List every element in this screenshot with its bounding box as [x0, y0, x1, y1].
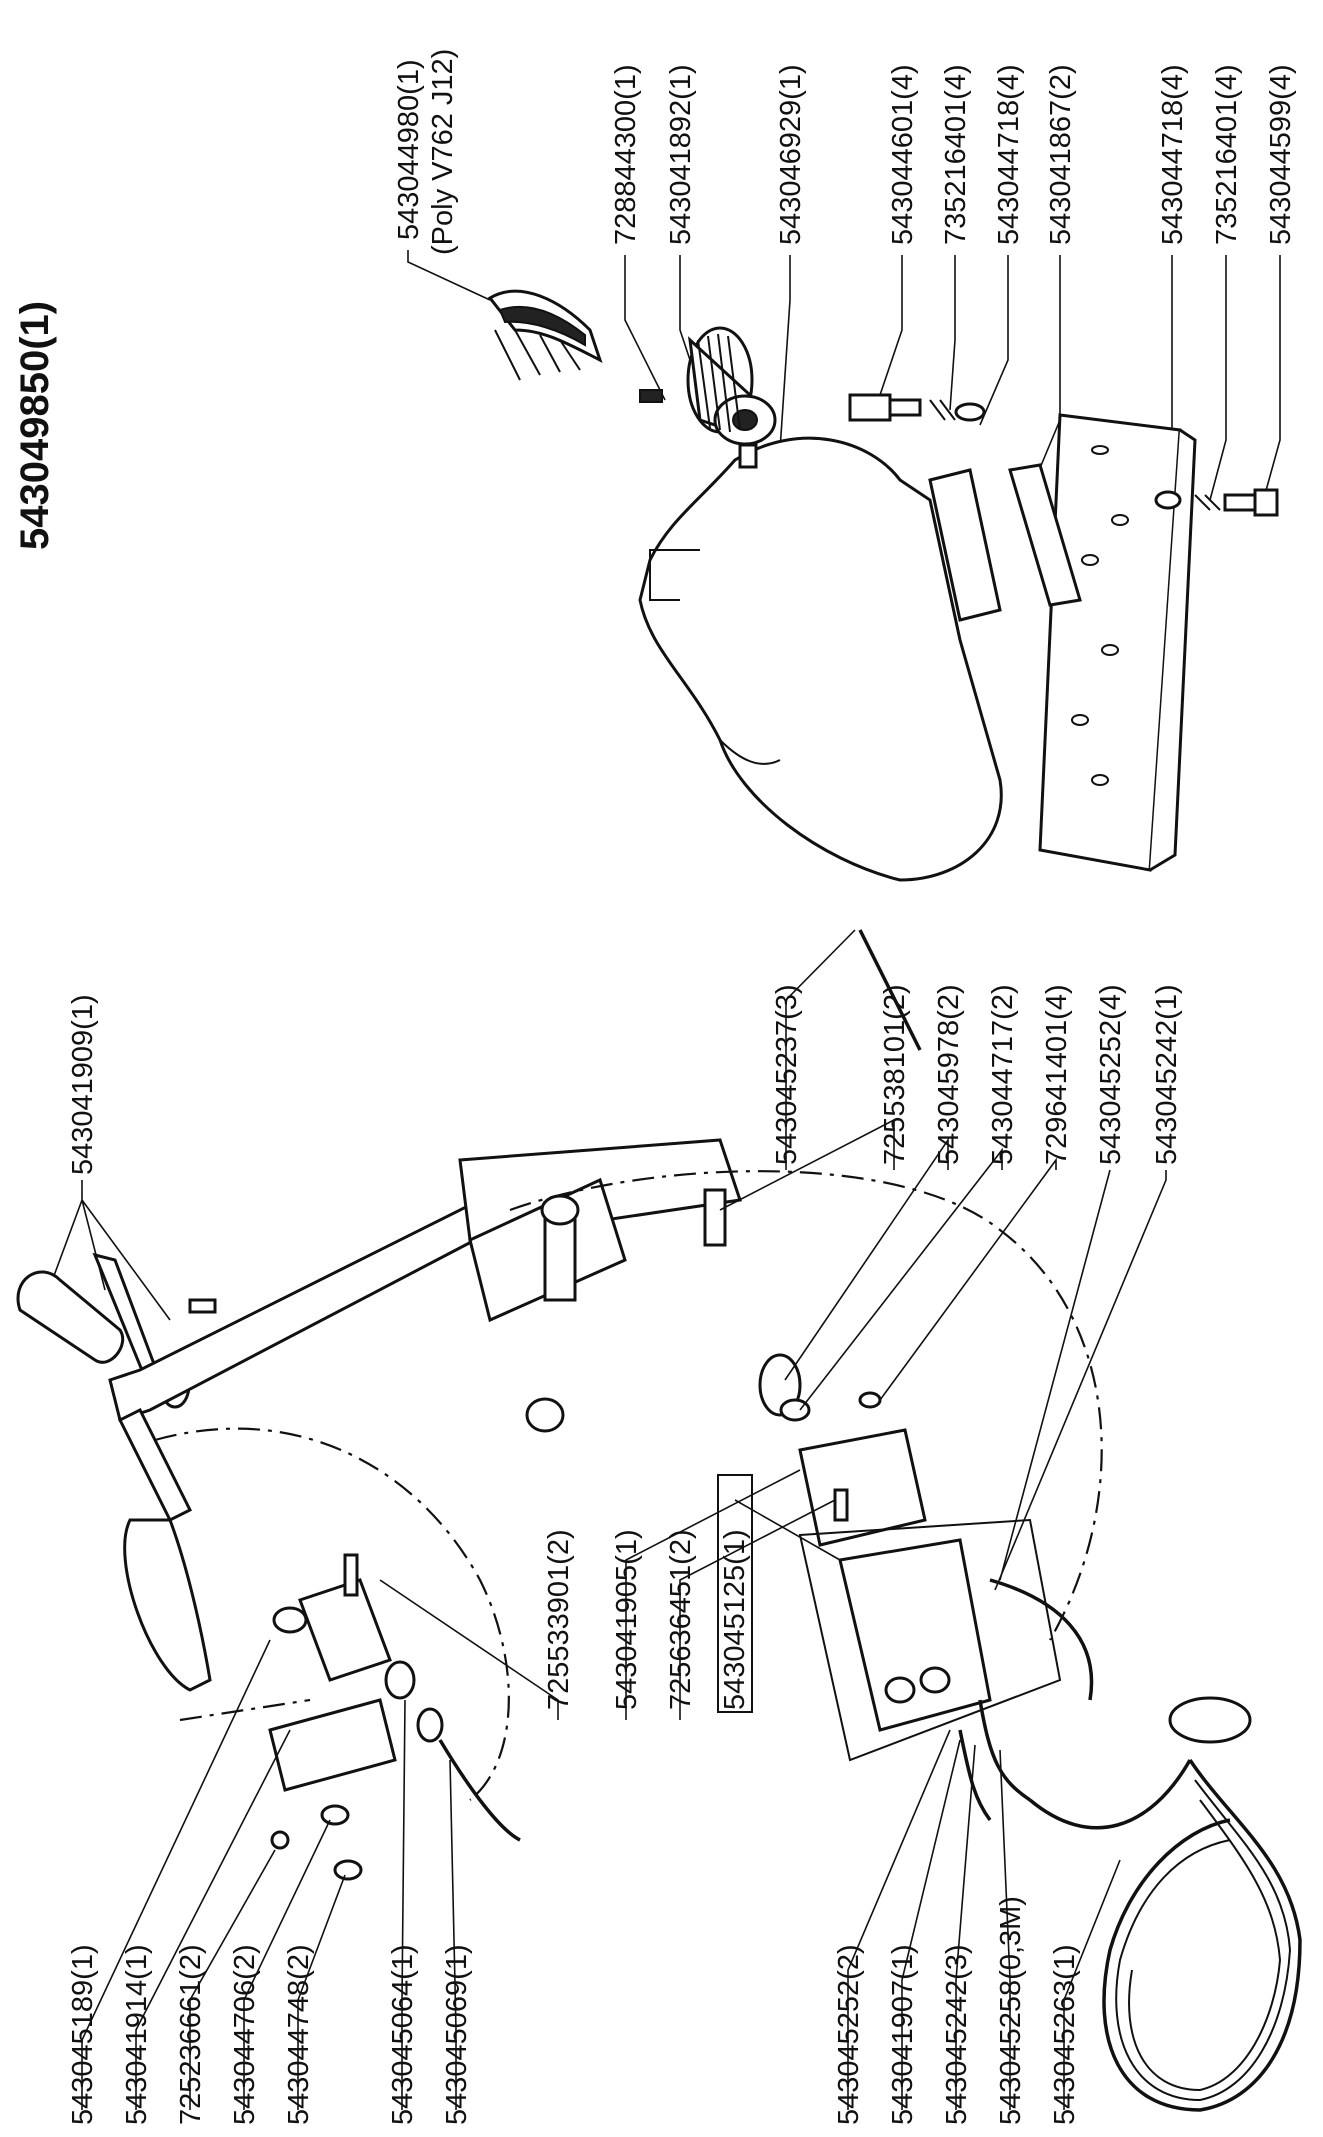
wire-clip: [858, 929, 922, 1051]
boundary-right: [509, 1170, 1103, 1641]
label-bracket: 543041914(1): [121, 1944, 153, 2125]
label-screw-725538101: 725538101(2): [879, 984, 911, 1165]
label-pulley: 543041892(1): [665, 64, 697, 245]
label-wire-clip: 543045237(3): [771, 984, 803, 1165]
label-switch-plate: 543041905(1): [611, 1529, 643, 1710]
bracket-plate: [268, 1698, 397, 1792]
label-terminal-4: 543045252(4): [1095, 984, 1127, 1165]
height-knob: [540, 1194, 580, 1226]
pulley: [686, 326, 777, 446]
label-belt: 543044980(1): [393, 59, 425, 240]
label-washer-543044717: 543044717(2): [987, 984, 1019, 1165]
label-nut-543044748: 543044748(2): [283, 1944, 315, 2125]
diagram-title: 543049850(1): [13, 301, 57, 550]
switch-box-assembly: [625, 929, 1167, 2110]
label-switch-box: 543045125(1): [719, 1529, 751, 1710]
label-lockwasher-b: 735216401(4): [1211, 64, 1243, 245]
bolt-set-a: [848, 393, 986, 422]
label-screw-725636451: 725636451(2): [665, 1529, 697, 1710]
top-label-group: 543044980(1) (Poly V762 J12) 728844300(1…: [393, 49, 1297, 255]
label-motor: 543046929(1): [775, 64, 807, 245]
nut-543044748: [333, 1859, 363, 1881]
motor-body: [638, 436, 1003, 882]
handle-frame-assembly: [16, 1138, 1103, 2110]
label-terminal-2: 543045252(2): [833, 1944, 865, 2125]
switch-plate: [798, 1428, 927, 1547]
bottom-label-group: 543045189(1) 543041914(1) 725236661(2) 5…: [67, 1896, 1081, 2125]
switch-box-label-frame: [717, 1474, 753, 1713]
mid-label-group: 543041909(1) 543045237(3) 725538101(2) 5…: [67, 984, 1183, 1713]
label-washer-a: 543044718(4): [993, 64, 1025, 245]
label-screw-729641401: 729641401(4): [1041, 984, 1073, 1165]
label-set-screw: 728844300(1): [610, 64, 642, 245]
label-power-cord: 543045263(1): [1049, 1944, 1081, 2125]
label-microswitch: 543045189(1): [67, 1944, 99, 2125]
label-terminal-1: 543045242(1): [1151, 984, 1183, 1165]
mounting-plate: [1038, 413, 1197, 872]
switch-box: [838, 1538, 992, 1732]
label-screw-725533901: 725533901(2): [543, 1529, 575, 1710]
label-handle-set: 543041909(1): [67, 994, 99, 1175]
label-spacer: 543045978(2): [933, 984, 965, 1165]
handle-grip-top: [16, 1270, 125, 1364]
label-screw-725236661: 725236661(2): [175, 1944, 207, 2125]
label-wire: 543041907(1): [887, 1944, 919, 2125]
label-cable-03m: 543045258(0,3M): [995, 1896, 1027, 2125]
washer-543044706: [320, 1804, 350, 1826]
label-cable-end: 543045069(1): [441, 1944, 473, 2125]
cord-plug: [1168, 1696, 1252, 1744]
label-rail: 543041867(2): [1045, 64, 1077, 245]
label-bolt-b: 543044599(4): [1265, 64, 1297, 245]
screw-725636451: [833, 1488, 849, 1522]
microswitch-assembly: [268, 1553, 521, 1881]
label-washer-b: 543044718(4): [1157, 64, 1189, 245]
boundary-left: [154, 1427, 510, 1801]
label-lockwasher-a: 735216401(4): [940, 64, 972, 245]
label-washer-543044706: 543044706(2): [229, 1944, 261, 2125]
poly-v-belt: [487, 289, 603, 381]
label-belt-note: (Poly V762 J12): [427, 49, 459, 255]
set-screw: [639, 389, 663, 403]
rails: [928, 463, 1082, 622]
bolt-set-b: [1154, 488, 1279, 517]
handle-grip-lower: [123, 1518, 212, 1692]
label-bolt-a: 543044601(4): [887, 64, 919, 245]
cable-gland: [384, 1660, 416, 1700]
power-cord-coil: [1028, 1696, 1302, 2112]
washer-543044717: [779, 1398, 811, 1422]
screw-725533901: [343, 1553, 359, 1597]
screw-725538101: [703, 1188, 727, 1247]
motor-assembly: [487, 289, 1279, 882]
screw-725236661: [270, 1830, 290, 1850]
